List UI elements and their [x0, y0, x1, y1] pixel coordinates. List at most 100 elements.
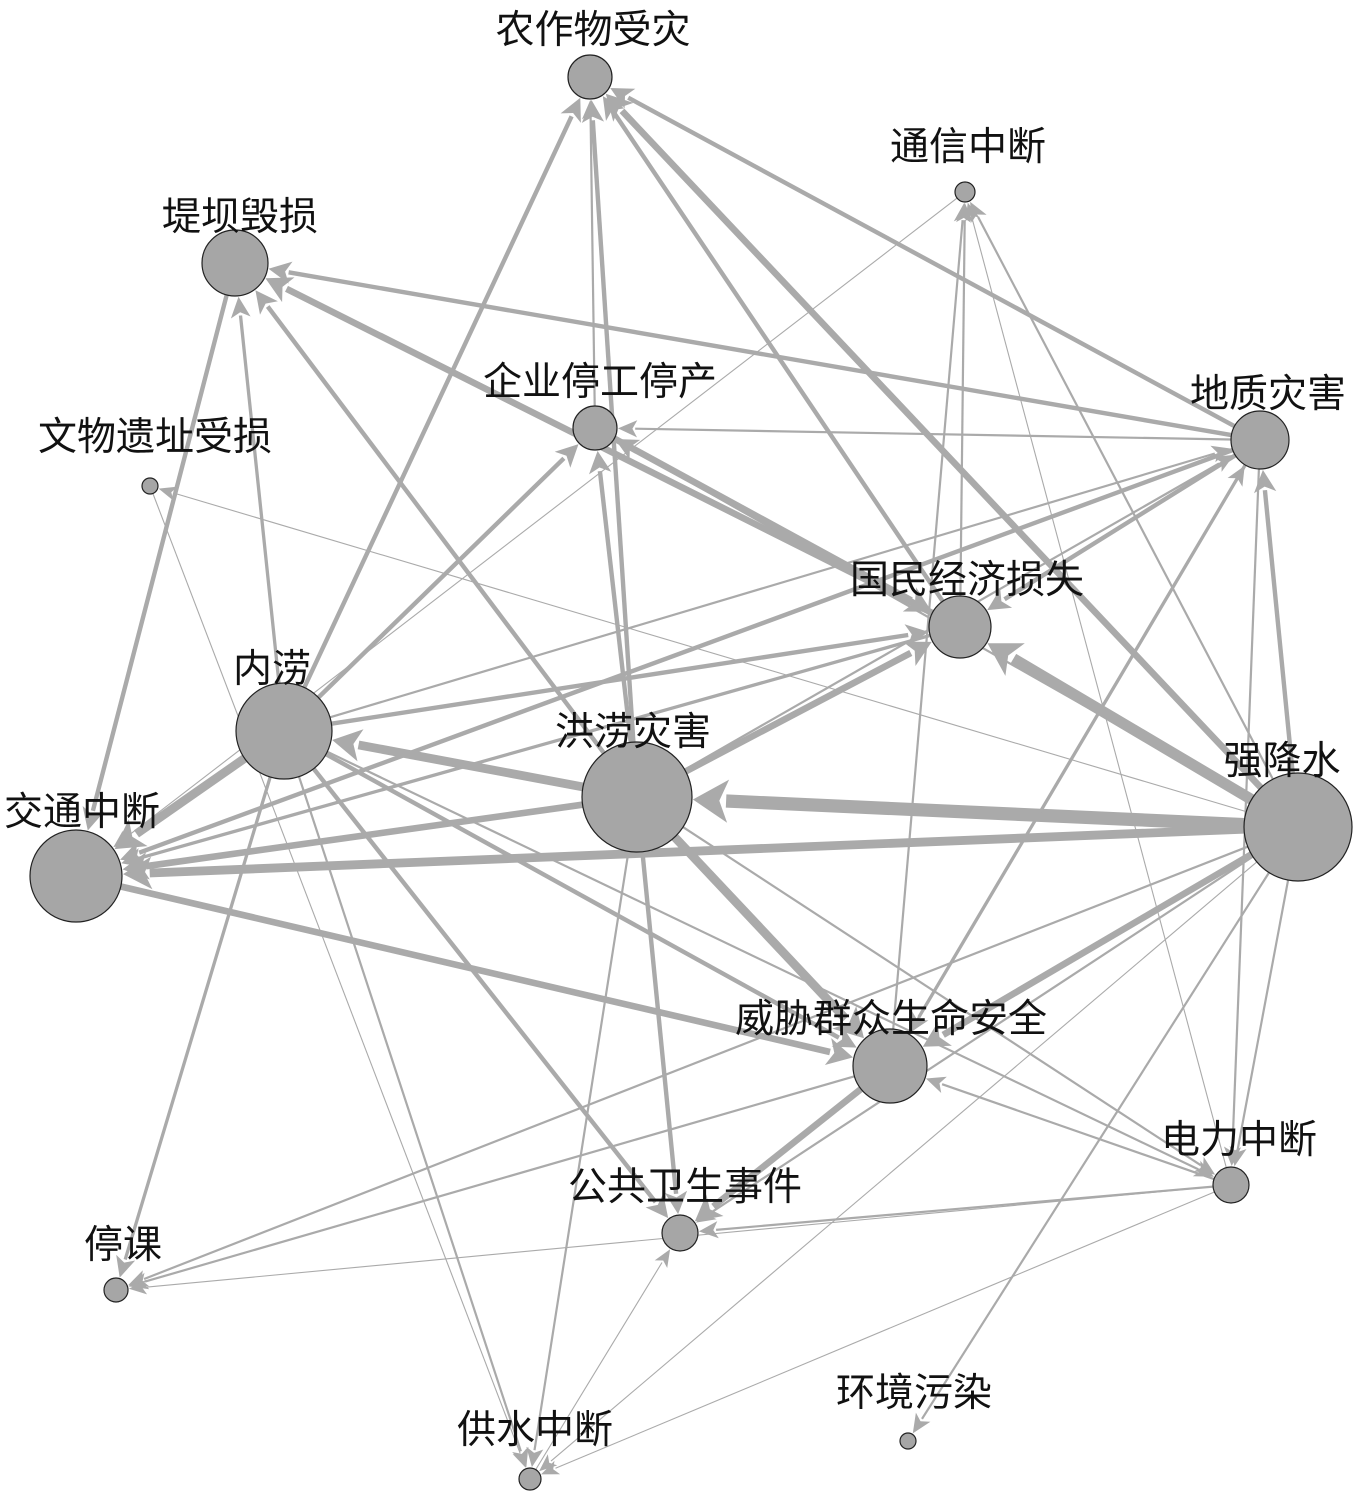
edge-rain-to-school	[143, 845, 1249, 1281]
arrowhead-flood-to-power	[1194, 1156, 1216, 1175]
arrowhead-econ-to-crop	[602, 96, 625, 121]
edge-rain-to-health	[709, 855, 1254, 1215]
arrowhead-geo-to-traffic	[120, 841, 145, 863]
edge-ent-to-crop	[589, 117, 596, 407]
edge-rain-to-water	[550, 861, 1258, 1462]
node-relic	[141, 477, 159, 495]
arrowhead-flood-to-ent	[589, 450, 612, 475]
edge-flood-to-ent	[597, 470, 633, 743]
node-wl	[235, 682, 333, 780]
edge-flood-to-econ	[684, 649, 913, 775]
edge-wl-to-geo	[329, 452, 1216, 719]
edge-wl-to-dam	[238, 315, 281, 684]
edge-relic-to-water	[152, 493, 521, 1454]
arrowhead-wl-to-life	[831, 1027, 857, 1048]
arrowhead-flood-to-dam	[255, 290, 278, 315]
arrowhead-flood-to-health	[664, 1190, 688, 1215]
arrowhead-power-to-comm	[965, 202, 980, 222]
node-label-ent: 企业停工停产	[483, 360, 717, 405]
edge-wl-to-health	[311, 767, 658, 1204]
edge-power-to-water	[555, 1191, 1215, 1469]
edge-geo-to-ent	[635, 427, 1232, 441]
arrowhead-flood-to-water	[526, 1446, 544, 1468]
edge-power-to-health	[716, 1185, 1214, 1231]
arrowhead-life-to-school	[128, 1272, 150, 1290]
edge-flood-to-life	[671, 834, 849, 1022]
edge-econ-to-traffic	[138, 633, 931, 860]
arrowhead-life-to-health	[694, 1194, 724, 1222]
edge-flood-to-health	[640, 851, 679, 1195]
node-ent	[572, 405, 618, 451]
edge-rain-to-traffic	[149, 824, 1245, 878]
node-label-school: 停课	[84, 1223, 162, 1268]
arrowhead-power-to-life	[925, 1076, 947, 1093]
node-label-health: 公共卫生事件	[568, 1165, 802, 1210]
edge-econ-to-comm	[959, 220, 966, 597]
node-dam	[201, 229, 269, 297]
arrowhead-wl-to-ent	[554, 444, 579, 468]
arrowhead-rain-to-relic	[158, 486, 178, 501]
arrowhead-wl-to-dam	[230, 296, 251, 319]
node-label-traffic: 交通中断	[4, 790, 160, 835]
node-label-dam: 堤坝毁损	[162, 195, 318, 240]
node-geo	[1230, 410, 1290, 470]
arrowhead-power-to-water	[541, 1460, 561, 1475]
edge-flood-to-power	[682, 826, 1202, 1167]
arrowhead-geo-to-dam	[268, 261, 293, 284]
arrowhead-rain-to-econ	[987, 643, 1025, 676]
arrowhead-geo-to-econ	[987, 588, 1013, 611]
arrowhead-comm-to-traffic	[113, 830, 132, 848]
edge-rain-to-comm	[977, 216, 1274, 780]
edge-wl-to-power	[326, 750, 1199, 1171]
node-label-relic: 文物遗址受损	[38, 415, 272, 460]
edge-power-to-life	[941, 1083, 1215, 1181]
arrowhead-rain-to-flood	[692, 779, 730, 823]
arrowhead-ent-to-econ	[902, 587, 932, 612]
edge-rain-to-power	[1236, 879, 1290, 1150]
node-label-geo: 地质灾害	[1190, 372, 1346, 417]
node-label-rain: 强降水	[1223, 739, 1340, 784]
node-label-crop: 农作物受灾	[495, 8, 690, 53]
node-label-life: 威胁群众生命安全	[735, 997, 1047, 1042]
node-crop	[567, 54, 613, 100]
node-label-econ: 国民经济损失	[850, 558, 1084, 603]
node-school	[103, 1277, 129, 1303]
arrowhead-power-to-school	[128, 1279, 148, 1295]
arrowhead-flood-to-econ	[902, 641, 932, 666]
edge-flood-to-water	[533, 851, 630, 1451]
edge-econ-to-dam	[285, 285, 934, 617]
edge-life-to-comm	[892, 220, 964, 1030]
arrowhead-rain-to-crop	[605, 93, 634, 122]
arrowhead-geo-to-life	[909, 1010, 929, 1034]
labels-layer: 农作物受灾通信中断堤坝毁损企业停工停产地质灾害文物遗址受损国民经济损失内涝洪涝灾…	[4, 8, 1346, 1453]
arrowhead-econ-to-dam	[265, 277, 295, 303]
node-label-env: 环境污染	[836, 1371, 992, 1416]
edge-geo-to-dam	[288, 270, 1232, 438]
edge-rain-to-relic	[173, 492, 1247, 813]
node-comm	[954, 181, 976, 203]
node-label-comm: 通信中断	[890, 125, 1046, 170]
node-traffic	[29, 829, 123, 923]
arrowhead-flood-to-traffic	[122, 852, 150, 880]
edge-rain-to-crop	[619, 108, 1264, 790]
arrowhead-rain-to-water	[539, 1454, 558, 1472]
edge-rain-to-geo	[1262, 489, 1295, 774]
arrowhead-wl-to-school	[116, 1254, 136, 1278]
edge-flood-to-dam	[265, 305, 606, 755]
edge-traffic-to-life	[120, 883, 831, 1056]
arrowhead-rain-to-comm	[970, 201, 987, 223]
edge-wl-to-school	[123, 776, 272, 1260]
edge-dam-to-traffic	[90, 294, 229, 812]
edge-wl-to-crop	[302, 115, 574, 689]
arrowhead-traffic-to-life	[824, 1038, 853, 1065]
edge-water-to-health	[535, 1262, 663, 1470]
edge-wl-to-water	[297, 776, 522, 1452]
edge-wl-to-econ	[331, 632, 909, 726]
arrowhead-water-to-health	[654, 1249, 671, 1268]
arrowhead-dam-to-traffic	[82, 806, 105, 831]
node-water	[518, 1467, 542, 1491]
node-rain	[1243, 772, 1353, 882]
node-label-power: 电力中断	[1161, 1118, 1317, 1163]
edge-geo-to-econ	[1003, 453, 1237, 602]
